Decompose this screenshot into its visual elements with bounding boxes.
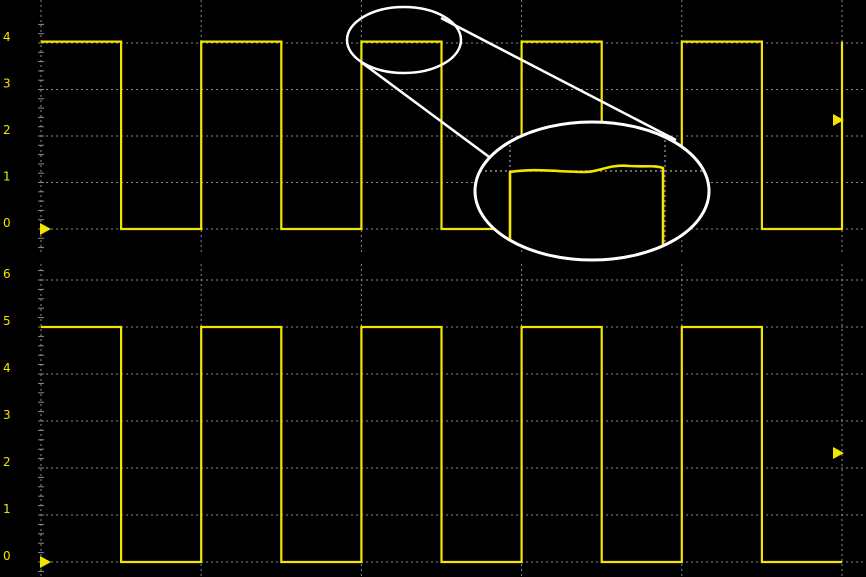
y-tick-label: 2 (3, 455, 11, 469)
y-tick-label: 1 (3, 502, 11, 516)
top-square-wave-trace (41, 40, 844, 231)
top-panel-y-ticks: 0 1 2 3 4 (3, 30, 11, 230)
y-tick-label: 6 (3, 267, 11, 281)
bottom-ground-marker-icon (40, 556, 51, 568)
y-tick-label: 3 (3, 77, 11, 91)
top-trigger-marker-icon (833, 114, 844, 126)
y-tick-label: 4 (3, 30, 11, 44)
top-channel-panel: 0 1 2 3 4 (3, 0, 866, 252)
y-tick-label: 5 (3, 314, 11, 328)
zoomed-trace (508, 164, 665, 260)
bottom-trigger-marker-icon (833, 447, 844, 459)
y-tick-label: 4 (3, 361, 11, 375)
y-tick-label: 1 (3, 170, 11, 184)
y-tick-label: 0 (3, 549, 11, 563)
bottom-square-wave-trace (41, 325, 842, 564)
zoom-magnifier-icon (345, 5, 711, 262)
y-tick-label: 3 (3, 408, 11, 422)
top-ground-marker-icon (40, 223, 51, 235)
y-tick-label: 0 (3, 216, 11, 230)
zoom-detail (475, 122, 709, 260)
bottom-panel-y-ticks: 0 1 2 3 4 5 6 (3, 267, 11, 563)
y-tick-label: 2 (3, 123, 11, 137)
bottom-channel-panel: 0 1 2 3 4 5 6 (3, 264, 866, 577)
